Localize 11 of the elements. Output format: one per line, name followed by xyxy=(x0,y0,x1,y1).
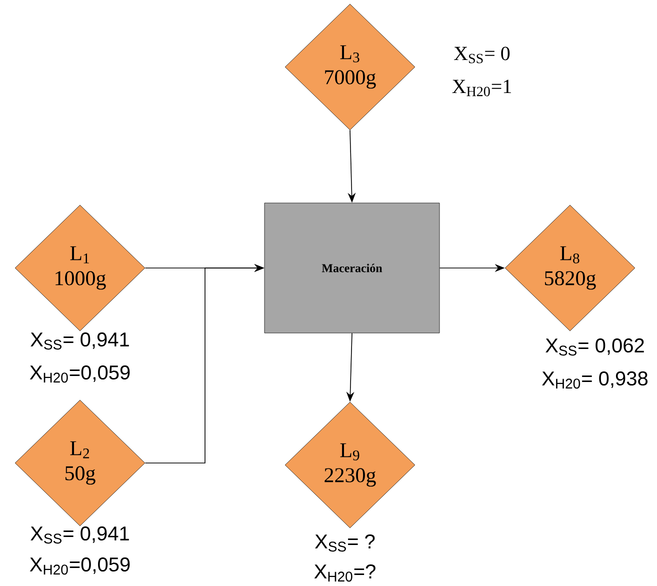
process-box: Maceración xyxy=(264,202,440,334)
composition-label: X$_{H20}$=0,059 xyxy=(30,365,130,383)
composition-label: X$_{H20}$=1 xyxy=(452,80,511,96)
composition-label: X$_{H20}$=? xyxy=(314,564,376,582)
composition-label: X$_{SS}$= 0,941 xyxy=(30,332,129,350)
composition-label: X$_{H20}$= 0,938 xyxy=(542,371,648,389)
composition-label: X$_{SS}$= 0,941 xyxy=(30,526,129,544)
composition-label: X$_{SS}$= ? xyxy=(315,534,375,552)
composition-label: X$_{SS}$= 0,062 xyxy=(546,338,644,356)
composition-label: X$_{SS}$= 0 xyxy=(454,46,510,64)
composition-label: X$_{H20}$=0,059 xyxy=(30,557,130,575)
